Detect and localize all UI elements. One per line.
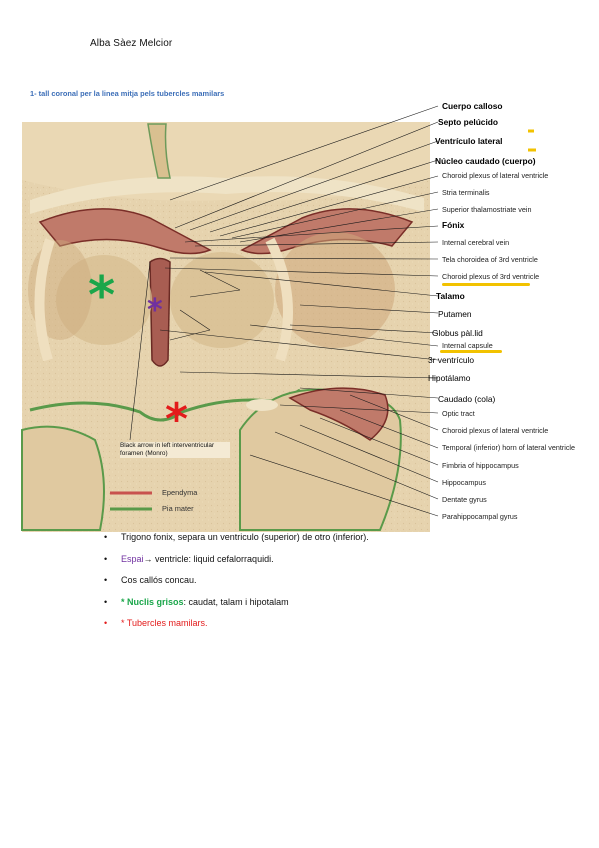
label-nucleo-caudado: Núcleo caudado (cuerpo) [435,156,536,166]
label-3r-ventriculo: 3r ventrículo [428,355,475,365]
label-temporal-horn: Temporal (inferior) horn of lateral vent… [442,443,576,452]
notes-list: • Trigono fonix, separa un ventriculo (s… [104,528,574,636]
label-choroid-plexus-lateral: Choroid plexus of lateral ventricle [442,171,549,180]
label-ventriculo-lateral: Ventrículo lateral [435,136,503,146]
purple-star-marker: * [147,293,163,328]
bullet-icon: • [104,618,108,628]
label-hipotalamo: Hipotálamo [428,373,471,383]
list-item: • Espai→ ventricle: liquid cefalorraquid… [104,550,574,572]
bullet-icon: • [104,532,108,542]
label-choroid-plexus-3rd: Choroid plexus of 3rd ventricle [442,272,540,281]
bullet-icon: • [104,575,108,585]
label-internal-cerebral-vein: Internal cerebral vein [442,238,510,247]
bullet-icon: • [104,596,108,607]
label-cuerpo-calloso: Cuerpo calloso [442,101,503,111]
highlight-mark [440,350,502,353]
label-thalamostriate-vein: Superior thalamostriate vein [442,205,532,214]
label-choroid-plexus-lateral-2: Choroid plexus of lateral ventricle [442,426,549,435]
brain-coronal-section-illustration [21,105,536,532]
legend-pia-mater: Pia mater [162,504,194,513]
bullet-icon: • [104,553,108,564]
monro-arrow-note: Black arrow in left interventricular for… [120,442,230,458]
label-tela-choroidea: Tela choroidea of 3rd ventricle [442,255,538,264]
label-septo-pelucido: Septo pelúcido [438,117,499,127]
label-parahippocampal-gyrus: Parahippocampal gyrus [442,512,518,521]
label-fonix: Fónix [442,220,465,230]
label-globus-pallid: Globus pàl.lid [432,328,483,338]
list-item: • Trigono fonix, separa un ventriculo (s… [104,528,574,550]
label-stria-terminalis: Stria terminalis [442,188,490,197]
legend-ependyma: Ependyma [162,488,198,497]
author-name: Alba Sàez Melcior [90,38,173,49]
label-internal-capsule: Internal capsule [442,341,493,350]
list-item: • * Tubercles mamilars. [104,614,574,636]
section-heading: 1- tall coronal per la linea mitja pels … [30,89,225,98]
label-hippocampus: Hippocampus [442,478,486,487]
label-dentate-gyrus: Dentate gyrus [442,495,487,504]
label-caudado-cola: Caudado (cola) [438,394,496,404]
label-putamen: Putamen [438,309,472,319]
label-talamo: Talamo [436,291,465,301]
label-optic-tract: Optic tract [442,409,475,418]
red-star-marker: * [165,394,189,445]
list-item: • Cos callós concau. [104,571,574,593]
list-item: • * Nuclis grisos: caudat, talam i hipot… [104,593,574,615]
green-star-marker: * [88,266,116,326]
highlight-mark [442,283,530,286]
label-fimbria: Fimbria of hippocampus [442,461,519,470]
